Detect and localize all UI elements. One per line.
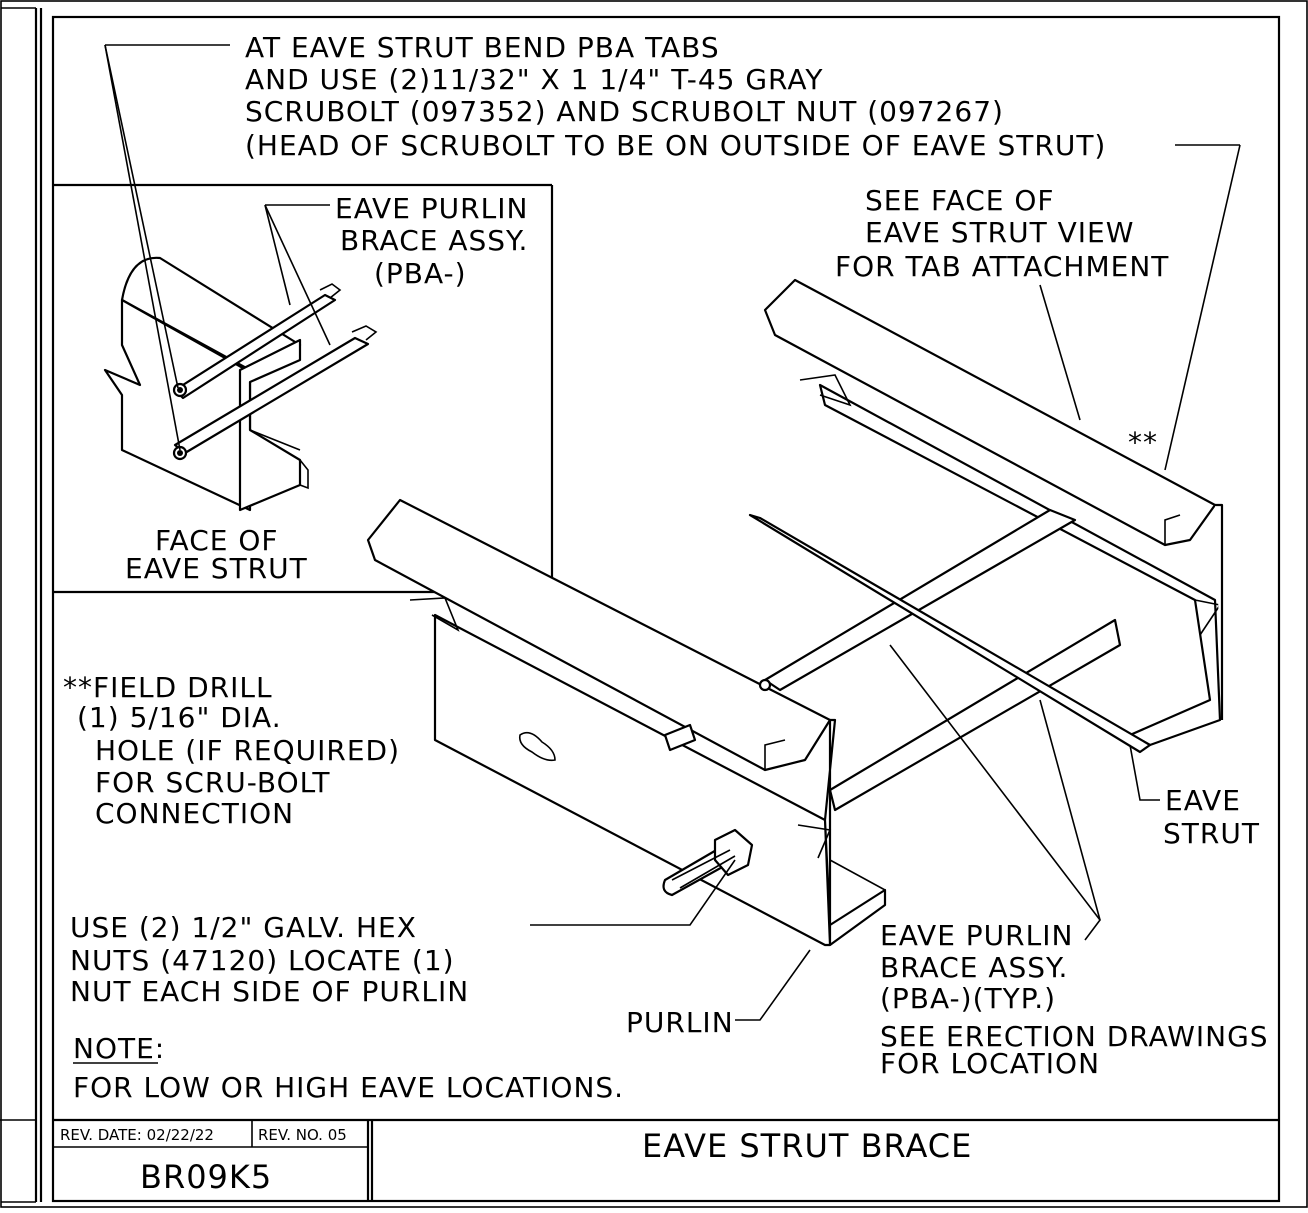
inset-callout-note: EAVE PURLIN BRACE ASSY. (PBA-)	[335, 192, 528, 290]
brace-members	[748, 508, 1152, 812]
hex-nuts-line-3: NUT EACH SIDE OF PURLIN	[70, 975, 469, 1008]
hex-nuts-line-1: USE (2) 1/2" GALV. HEX	[70, 911, 417, 944]
general-note: NOTE: FOR LOW OR HIGH EAVE LOCATIONS.	[73, 1032, 624, 1104]
field-drill-line-1: **FIELD DRILL	[63, 671, 273, 704]
inset-caption-line-2: EAVE STRUT	[125, 552, 308, 585]
drawing-number: BR09K5	[140, 1158, 272, 1196]
inset-callout-line-2: BRACE ASSY.	[340, 224, 528, 257]
inset-caption: FACE OF EAVE STRUT	[125, 524, 308, 585]
leader-lines	[104, 44, 1241, 1021]
rev-date: REV. DATE: 02/22/22	[60, 1126, 214, 1144]
field-drill-note: **FIELD DRILL (1) 5/16" DIA. HOLE (IF RE…	[63, 671, 400, 830]
near-purlin	[366, 498, 887, 947]
purlin-label: PURLIN	[626, 1006, 734, 1039]
top-callout-line-4: (HEAD OF SCRUBOLT TO BE ON OUTSIDE OF EA…	[245, 129, 1106, 162]
drawing-title: EAVE STRUT BRACE	[642, 1127, 972, 1165]
eave-strut-label-line-1: EAVE	[1165, 784, 1241, 817]
double-star-mark: **	[1128, 426, 1158, 459]
pba-typ-line-1: EAVE PURLIN	[880, 919, 1073, 952]
hex-nuts-line-2: NUTS (47120) LOCATE (1)	[70, 944, 455, 977]
pba-typ-note: EAVE PURLIN BRACE ASSY. (PBA-)(TYP.)	[880, 919, 1073, 1015]
top-callout-line-2: AND USE (2)11/32" X 1 1/4" T-45 GRAY	[245, 63, 823, 96]
pba-typ-line-2: BRACE ASSY.	[880, 951, 1068, 984]
hex-bolt	[662, 678, 772, 897]
inset-caption-line-1: FACE OF	[155, 524, 278, 557]
top-callout-note: AT EAVE STRUT BEND PBA TABS AND USE (2)1…	[245, 31, 1106, 162]
field-drill-line-2: (1) 5/16" DIA.	[77, 701, 282, 734]
rev-number: REV. NO. 05	[258, 1126, 347, 1144]
see-face-line-1: SEE FACE OF	[865, 184, 1055, 217]
field-drill-line-5: CONNECTION	[95, 797, 294, 830]
field-drill-line-4: FOR SCRU-BOLT	[95, 766, 330, 799]
eave-strut-label-line-2: STRUT	[1163, 817, 1260, 850]
far-eave-strut	[763, 278, 1224, 747]
note-heading: NOTE:	[73, 1032, 165, 1065]
title-block: REV. DATE: 02/22/22 REV. NO. 05 BR09K5 E…	[53, 1118, 1279, 1201]
inset-callout-line-1: EAVE PURLIN	[335, 192, 528, 225]
top-callout-line-3: SCRUBOLT (097352) AND SCRUBOLT NUT (0972…	[245, 95, 1004, 128]
pba-typ-line-3: (PBA-)(TYP.)	[880, 982, 1056, 1015]
see-erection-note: SEE ERECTION DRAWINGS FOR LOCATION	[880, 1020, 1269, 1080]
see-erection-line-2: FOR LOCATION	[880, 1047, 1100, 1080]
see-face-note: SEE FACE OF EAVE STRUT VIEW FOR TAB ATTA…	[835, 184, 1169, 283]
see-face-line-2: EAVE STRUT VIEW	[865, 216, 1134, 249]
inset-eave-strut-face	[103, 256, 378, 512]
eave-strut-label: EAVE STRUT	[1163, 784, 1260, 850]
note-body: FOR LOW OR HIGH EAVE LOCATIONS.	[73, 1071, 624, 1104]
top-callout-line-1: AT EAVE STRUT BEND PBA TABS	[245, 31, 720, 64]
field-drill-line-3: HOLE (IF REQUIRED)	[95, 734, 400, 767]
hex-nuts-note: USE (2) 1/2" GALV. HEX NUTS (47120) LOCA…	[70, 911, 469, 1008]
see-face-line-3: FOR TAB ATTACHMENT	[835, 250, 1169, 283]
see-erection-line-1: SEE ERECTION DRAWINGS	[880, 1020, 1269, 1053]
inset-callout-line-3: (PBA-)	[374, 257, 467, 290]
